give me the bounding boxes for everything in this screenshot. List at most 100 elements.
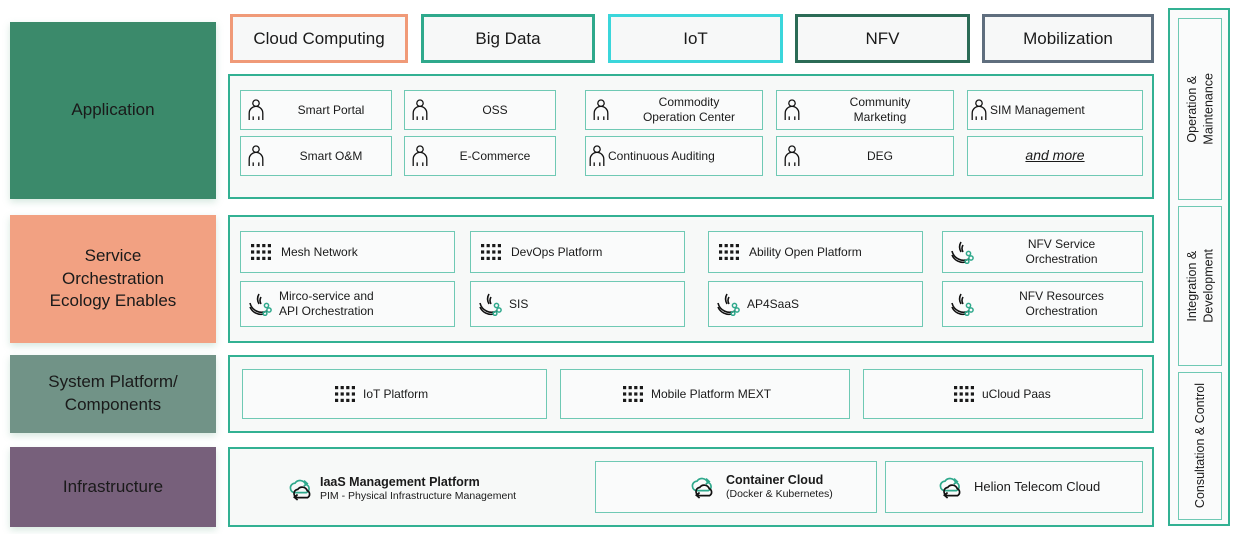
grid-dots-icon xyxy=(864,385,974,403)
person-icon xyxy=(586,99,616,121)
rail-cell-label: Integration & Development xyxy=(1184,249,1215,323)
svc-tile-label: SIS xyxy=(509,296,529,311)
svc-tile-micro-service-api-orchestration[interactable]: Mirco-service and API Orchestration xyxy=(240,281,455,327)
layer-label-infrastructure: Infrastructure xyxy=(10,447,216,527)
domain-chip-label: Mobilization xyxy=(1023,28,1113,48)
layer-label-service-line3: Ecology Enables xyxy=(49,291,177,311)
svc-tile-ability-open-platform[interactable]: Ability Open Platform xyxy=(708,231,923,273)
inf-item-iaas-management-platform[interactable]: IaaS Management Platform PIM - Physical … xyxy=(278,467,608,511)
orchestration-icon xyxy=(471,292,509,316)
system-platform-panel: IoT Platform Mobile Platform MEXT uCloud… xyxy=(228,355,1154,433)
app-tile-deg[interactable]: DEG xyxy=(776,136,954,176)
app-tile-commodity-operation-center[interactable]: Commodity Operation Center xyxy=(585,90,763,130)
app-tile-label: E-Commerce xyxy=(459,148,531,163)
person-icon xyxy=(405,145,435,167)
layer-label-system-line1: System Platform/ xyxy=(48,372,178,392)
sys-tile-label: IoT Platform xyxy=(363,386,429,401)
right-rail: Operation & Maintenance Integration & De… xyxy=(1168,8,1230,526)
domain-chip-nfv[interactable]: NFV xyxy=(795,14,970,63)
sys-tile-iot-platform[interactable]: IoT Platform xyxy=(242,369,547,419)
inf-item-subtitle: PIM - Physical Infrastructure Management xyxy=(320,490,517,503)
person-icon xyxy=(241,145,271,167)
app-tile-continuous-auditing[interactable]: Continuous Auditing xyxy=(585,136,763,176)
app-tile-oss[interactable]: OSS xyxy=(404,90,556,130)
app-tile-community-marketing[interactable]: Community Marketing xyxy=(776,90,954,130)
domain-chip-iot[interactable]: IoT xyxy=(608,14,783,63)
layer-label-service-line1: Service xyxy=(84,246,142,266)
svc-tile-mesh-network[interactable]: Mesh Network xyxy=(240,231,455,273)
orchestration-icon xyxy=(709,292,747,316)
svc-tile-ap4saas[interactable]: AP4SaaS xyxy=(708,281,923,327)
app-tile-e-commerce[interactable]: E-Commerce xyxy=(404,136,556,176)
person-icon xyxy=(777,145,807,167)
domain-chip-label: Big Data xyxy=(475,28,541,48)
svc-tile-nfv-service-orchestration[interactable]: NFV Service Orchestration xyxy=(942,231,1143,273)
layer-label-system-platform: System Platform/ Components xyxy=(10,355,216,433)
person-icon xyxy=(586,145,608,167)
app-tile-label: Continuous Auditing xyxy=(608,148,715,163)
app-tile-label: and more xyxy=(1025,147,1085,164)
app-tile-label: Smart O&M xyxy=(299,148,363,163)
layer-label-service-orchestration: Service Orchestration Ecology Enables xyxy=(10,215,216,343)
layer-label-system-line2: Components xyxy=(64,395,162,414)
sys-tile-label: Mobile Platform MEXT xyxy=(651,386,772,401)
grid-dots-icon xyxy=(241,243,281,261)
app-tile-label: Community Marketing xyxy=(849,95,911,124)
app-tile-label: Smart Portal xyxy=(297,102,365,117)
grid-dots-icon xyxy=(243,385,355,403)
domain-chip-mobilization[interactable]: Mobilization xyxy=(982,14,1154,63)
inf-item-title: Helion Telecom Cloud xyxy=(974,479,1101,495)
layer-label-service-line2: Orchestration xyxy=(61,268,165,288)
cloud-sync-icon xyxy=(278,476,320,502)
svc-tile-devops-platform[interactable]: DevOps Platform xyxy=(470,231,685,273)
domain-chip-label: IoT xyxy=(683,28,708,48)
grid-dots-icon xyxy=(709,243,749,261)
domain-chip-cloud-computing[interactable]: Cloud Computing xyxy=(230,14,408,63)
sys-tile-mobile-platform-mext[interactable]: Mobile Platform MEXT xyxy=(560,369,850,419)
rail-cell-integration-development[interactable]: Integration & Development xyxy=(1178,206,1222,366)
app-tile-and-more[interactable]: and more xyxy=(967,136,1143,176)
inf-item-title: IaaS Management Platform xyxy=(320,474,480,489)
svc-tile-label: Mesh Network xyxy=(281,244,358,259)
cloud-sync-icon xyxy=(886,474,964,500)
layer-label-application: Application xyxy=(10,22,216,199)
grid-dots-icon xyxy=(471,243,511,261)
application-panel: Smart Portal OSS Commodity Operation Cen… xyxy=(228,74,1154,199)
domain-chip-label: NFV xyxy=(865,28,900,48)
svc-tile-label: DevOps Platform xyxy=(511,244,603,259)
rail-cell-label: Consultation & Control xyxy=(1192,383,1207,509)
app-tile-sim-management[interactable]: SIM Management xyxy=(967,90,1143,130)
rail-cell-label: Operation & Maintenance xyxy=(1184,73,1215,145)
inf-item-container-cloud[interactable]: Container Cloud (Docker & Kubernetes) xyxy=(595,461,877,513)
domain-chip-big-data[interactable]: Big Data xyxy=(421,14,595,63)
inf-item-subtitle: (Docker & Kubernetes) xyxy=(726,488,833,501)
svc-tile-label: NFV Resources Orchestration xyxy=(1019,289,1104,318)
svc-tile-label: NFV Service Orchestration xyxy=(1025,237,1098,266)
domain-chip-label: Cloud Computing xyxy=(253,28,385,48)
rail-cell-operation-maintenance[interactable]: Operation & Maintenance xyxy=(1178,18,1222,200)
svc-tile-label: Ability Open Platform xyxy=(749,244,862,259)
sys-tile-ucloud-paas[interactable]: uCloud Paas xyxy=(863,369,1143,419)
person-icon xyxy=(241,99,271,121)
app-tile-label: Commodity Operation Center xyxy=(642,95,736,124)
svc-tile-nfv-resources-orchestration[interactable]: NFV Resources Orchestration xyxy=(942,281,1143,327)
person-icon xyxy=(777,99,807,121)
orchestration-icon xyxy=(241,292,279,316)
app-tile-smart-portal[interactable]: Smart Portal xyxy=(240,90,392,130)
rail-cell-consultation-control[interactable]: Consultation & Control xyxy=(1178,372,1222,520)
svc-tile-sis[interactable]: SIS xyxy=(470,281,685,327)
app-tile-label: DEG xyxy=(866,148,893,163)
grid-dots-icon xyxy=(561,385,643,403)
inf-item-text: Container Cloud (Docker & Kubernetes) xyxy=(716,473,833,502)
app-tile-smart-om[interactable]: Smart O&M xyxy=(240,136,392,176)
svc-tile-label: Mirco-service and API Orchestration xyxy=(279,289,374,318)
service-orchestration-panel: Mesh Network DevOps Platform Ability Ope… xyxy=(228,215,1154,343)
sys-tile-label: uCloud Paas xyxy=(982,386,1051,401)
orchestration-icon xyxy=(943,240,981,264)
person-icon xyxy=(968,99,990,121)
app-tile-label: SIM Management xyxy=(990,102,1085,117)
inf-item-helion-telecom-cloud[interactable]: Helion Telecom Cloud xyxy=(885,461,1143,513)
layer-label-application-text: Application xyxy=(71,100,155,120)
person-icon xyxy=(405,99,435,121)
